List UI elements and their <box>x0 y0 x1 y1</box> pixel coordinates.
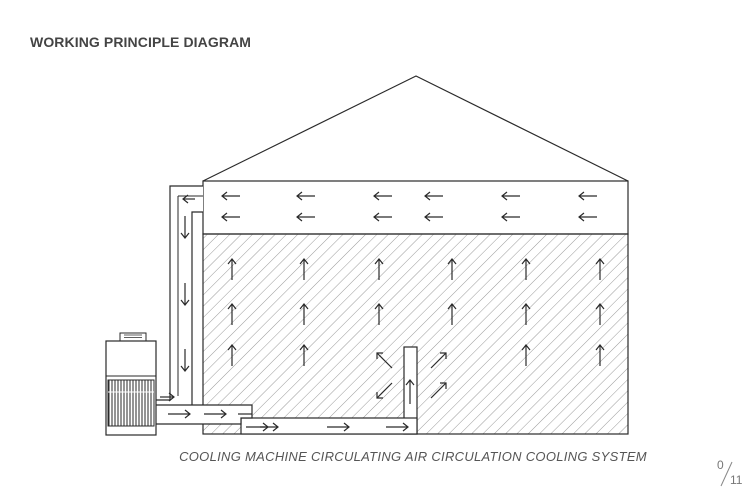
arrow-icon <box>376 352 447 399</box>
return-duct <box>154 185 203 409</box>
arrow-icon <box>501 191 520 222</box>
arrow-icon <box>160 392 175 402</box>
pagination-total: 11 <box>730 473 743 487</box>
arrow-icon <box>374 258 384 325</box>
arrow-icon <box>296 191 315 222</box>
arrow-icon <box>424 191 443 222</box>
page-title: WORKING PRINCIPLE DIAGRAM <box>30 34 252 50</box>
arrow-icon <box>182 194 195 204</box>
arrow-icon <box>227 258 237 366</box>
arrow-icon <box>447 258 457 325</box>
floor-duct <box>240 417 418 435</box>
cooling-machine <box>105 332 157 436</box>
diagram-caption: COOLING MACHINE CIRCULATING AIR CIRCULAT… <box>179 449 647 464</box>
arrow-icon <box>180 216 190 372</box>
arrow-icon <box>405 379 415 404</box>
arrow-icon <box>299 258 309 366</box>
arrow-icon <box>221 191 240 222</box>
pagination-current: 0 <box>717 458 724 472</box>
upper-air-channel <box>202 180 629 235</box>
greenhouse-roof <box>202 75 629 182</box>
arrow-icon <box>578 191 597 222</box>
pagination-slash <box>720 461 733 487</box>
supply-duct <box>155 404 253 425</box>
slide-pagination: 0 11 <box>712 456 746 490</box>
arrow-icon <box>373 191 392 222</box>
arrow-icon <box>521 258 531 366</box>
arrow-icon <box>595 258 605 366</box>
arrow-icon <box>168 409 409 432</box>
